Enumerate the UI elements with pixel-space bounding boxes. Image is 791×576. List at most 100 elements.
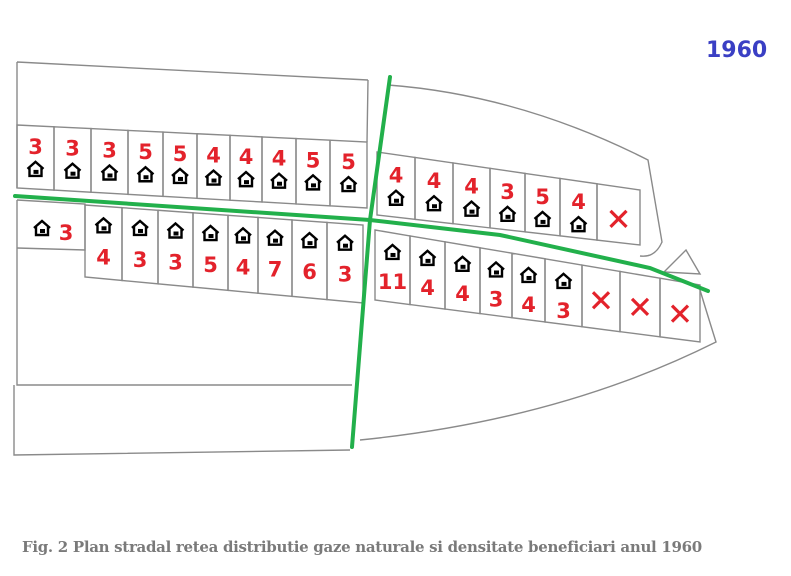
house-icon xyxy=(498,205,517,223)
lot: 3 xyxy=(16,124,55,191)
household-count: 5 xyxy=(203,253,218,277)
house-icon xyxy=(26,160,45,178)
household-count: 5 xyxy=(138,140,153,164)
lot: X xyxy=(659,277,701,343)
household-count: 5 xyxy=(341,150,356,174)
household-count: 3 xyxy=(168,251,183,275)
lot: 3 xyxy=(121,206,159,285)
lot: 6 xyxy=(291,219,328,301)
lot: 4 xyxy=(559,177,598,241)
lot: 3 xyxy=(489,167,526,233)
lot: 5 xyxy=(127,129,164,198)
block-top-right xyxy=(387,84,663,257)
lots: 3335544455343354763444354X1144343XXX xyxy=(16,124,701,343)
house-icon xyxy=(339,175,358,193)
lot: X xyxy=(581,264,621,333)
lot: 4 xyxy=(511,252,546,323)
x-mark-icon xyxy=(591,291,611,310)
lot: 4 xyxy=(261,136,297,205)
figure-caption: Fig. 2 Plan stradal retea distributie ga… xyxy=(22,538,702,556)
house-icon xyxy=(166,221,185,239)
household-count: 3 xyxy=(556,299,571,323)
house-icon xyxy=(237,170,255,188)
block-right-bottom xyxy=(359,289,717,441)
house-icon xyxy=(270,172,288,189)
year-label: 1960 xyxy=(706,38,768,63)
lot: 3 xyxy=(90,127,129,196)
household-count: 4 xyxy=(239,145,254,169)
household-count: 4 xyxy=(389,164,404,188)
household-count: 3 xyxy=(28,135,43,159)
household-count: 3 xyxy=(489,287,504,311)
house-icon xyxy=(234,226,252,244)
house-icon xyxy=(201,224,220,242)
house-icon xyxy=(171,167,189,185)
household-count: 5 xyxy=(173,142,188,166)
house-icon xyxy=(487,260,505,278)
household-count: 3 xyxy=(500,180,515,204)
x-mark-icon xyxy=(609,209,628,229)
lot: 5 xyxy=(329,139,368,209)
household-count: 4 xyxy=(96,245,111,269)
lot: 5 xyxy=(295,137,331,207)
house-icon xyxy=(33,219,51,237)
lot: 3 xyxy=(544,257,583,328)
household-count: 4 xyxy=(455,282,470,306)
lot: 4 xyxy=(409,235,446,310)
lot: 5 xyxy=(162,131,198,200)
house-icon xyxy=(204,168,223,186)
house-icon xyxy=(462,200,481,217)
lot: 3 xyxy=(479,246,513,319)
household-count: 5 xyxy=(535,185,550,209)
house-icon xyxy=(533,210,552,228)
lot: 4 xyxy=(227,214,259,294)
lot: 5 xyxy=(192,212,229,292)
household-count: 3 xyxy=(59,221,74,245)
house-icon xyxy=(387,189,405,206)
house-icon xyxy=(63,162,82,179)
lot: 4 xyxy=(376,151,416,221)
lot: 3 xyxy=(157,209,194,288)
house-icon xyxy=(453,255,472,273)
household-count: 4 xyxy=(420,276,435,300)
block-outlines xyxy=(13,61,717,456)
x-mark-icon xyxy=(630,297,650,316)
household-count: 3 xyxy=(133,248,148,272)
household-count: 4 xyxy=(571,190,586,214)
lot: 3 xyxy=(16,199,86,251)
house-icon xyxy=(383,243,402,261)
lot: 4 xyxy=(196,133,231,201)
lot: X xyxy=(619,270,661,338)
household-count: 3 xyxy=(65,137,80,161)
lot: 4 xyxy=(452,162,491,229)
household-count: 5 xyxy=(306,148,321,172)
house-icon xyxy=(136,165,155,183)
lot: 4 xyxy=(229,134,263,203)
lot: 7 xyxy=(257,216,293,298)
household-count: 6 xyxy=(302,260,317,284)
lot-row-bottom-right: 1144343XXX xyxy=(374,229,701,343)
lot: 11 xyxy=(374,229,411,306)
street-plan-map: 3335544455343354763444354X1144343XXX xyxy=(13,61,717,456)
lot: 3 xyxy=(326,221,364,304)
house-icon xyxy=(131,219,149,237)
household-count: 4 xyxy=(206,144,221,168)
house-icon xyxy=(554,272,573,290)
pipeline-cross-street xyxy=(350,75,392,449)
house-icon xyxy=(336,234,354,251)
lot: 5 xyxy=(524,172,561,237)
house-icon xyxy=(519,266,538,284)
household-count: 4 xyxy=(272,147,287,171)
household-count: 7 xyxy=(268,258,283,282)
house-icon xyxy=(569,215,588,233)
household-count: 4 xyxy=(427,169,442,193)
house-icon xyxy=(266,229,284,246)
lot: 3 xyxy=(53,126,92,193)
household-count: 3 xyxy=(338,263,353,287)
house-icon xyxy=(300,231,319,249)
triangle-marker xyxy=(662,248,702,275)
house-icon xyxy=(418,249,437,267)
household-count: 4 xyxy=(236,255,251,279)
